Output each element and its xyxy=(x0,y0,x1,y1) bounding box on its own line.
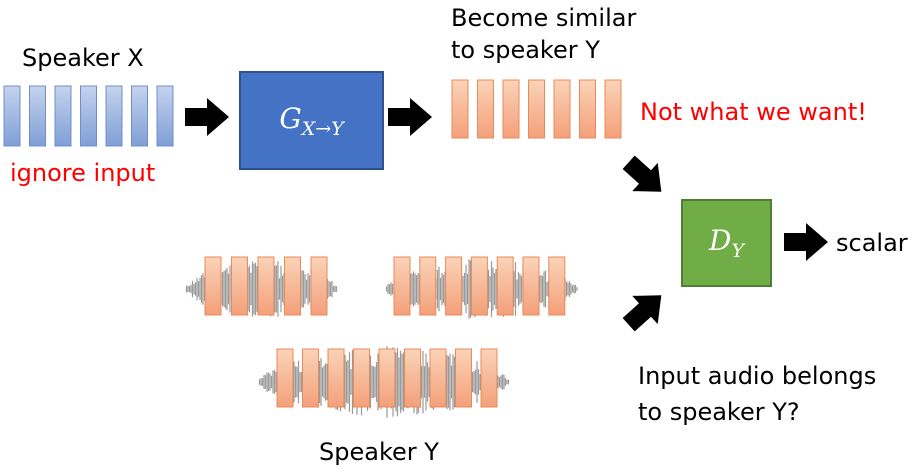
arrow-to-scalar xyxy=(784,223,828,261)
speaker-x-frame xyxy=(3,85,21,147)
not-what-we-want-label: Not what we want! xyxy=(640,98,867,126)
speaker-y-frame xyxy=(393,256,411,316)
output-frames xyxy=(451,79,622,139)
speaker-y-frame xyxy=(257,256,275,316)
speaker-y-frame xyxy=(327,348,345,408)
speaker-y-frame xyxy=(404,348,421,408)
become-similar-line2: to speaker Y xyxy=(451,36,600,64)
speaker-x-frame xyxy=(131,85,148,147)
arrow-to-discriminator-bottom xyxy=(622,295,662,332)
discriminator-label: DY xyxy=(709,224,744,262)
output-frame xyxy=(553,79,571,139)
output-frame xyxy=(477,79,494,139)
speaker-x-frame xyxy=(156,85,174,147)
generator-box: GX→Y xyxy=(239,71,384,170)
speaker-y-frame xyxy=(378,348,396,408)
speaker-y-frame xyxy=(548,256,566,316)
output-frame xyxy=(528,79,545,139)
question-line2: to speaker Y? xyxy=(638,398,800,426)
arrow-from-generator xyxy=(388,98,432,136)
arrow-to-generator xyxy=(185,98,229,136)
scalar-label: scalar xyxy=(836,229,908,257)
speaker-y-frame xyxy=(204,256,222,316)
output-frame xyxy=(502,79,520,139)
speaker-y-frame xyxy=(302,348,319,408)
discriminator-box: DY xyxy=(681,199,772,287)
speaker-y-frame xyxy=(496,256,514,316)
speaker-x-frame xyxy=(29,85,46,147)
speaker-y-label: Speaker Y xyxy=(319,438,439,466)
speaker-y-frame xyxy=(522,256,540,316)
output-frame xyxy=(579,79,596,139)
speaker-x-frames xyxy=(3,85,174,147)
speaker-x-frame xyxy=(80,85,97,147)
generator-label: GX→Y xyxy=(279,101,344,140)
speaker-x-label: Speaker X xyxy=(22,44,144,72)
speaker-x-frame xyxy=(105,85,123,147)
speaker-y-frame xyxy=(276,348,294,408)
speaker-y-frame xyxy=(445,256,463,316)
speaker-y-frame xyxy=(480,348,498,408)
become-similar-line1: Become similar xyxy=(451,4,637,32)
speaker-y-frame xyxy=(455,348,472,408)
speaker-x-frame xyxy=(54,85,72,147)
arrow-to-discriminator-top xyxy=(622,155,662,192)
ignore-input-label: ignore input xyxy=(10,159,156,187)
speaker-y-frame xyxy=(429,348,447,408)
output-frame xyxy=(604,79,622,139)
speaker-y-frame xyxy=(470,256,488,316)
output-frame xyxy=(451,79,469,139)
question-line1: Input audio belongs xyxy=(638,362,877,390)
speaker-y-frame xyxy=(419,256,437,316)
speaker-y-frames xyxy=(204,256,566,408)
speaker-y-frame xyxy=(353,348,370,408)
speaker-y-frame xyxy=(231,256,248,316)
speaker-y-frame xyxy=(310,256,328,316)
speaker-y-frame xyxy=(284,256,301,316)
arrows xyxy=(185,98,828,332)
